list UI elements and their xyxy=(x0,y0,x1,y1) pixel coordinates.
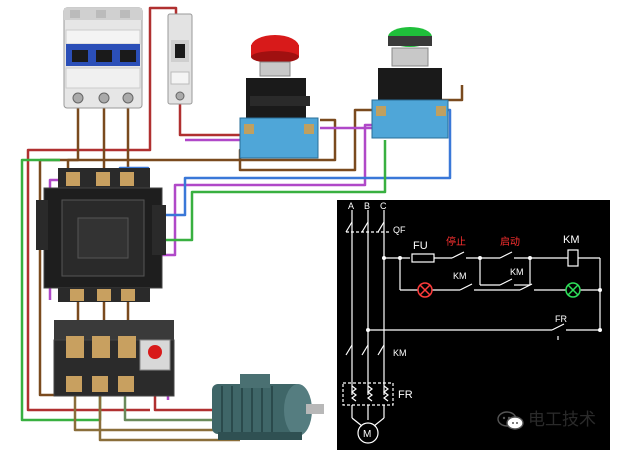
wire-red-stop xyxy=(178,100,245,137)
label-km-main: KM xyxy=(393,348,407,358)
wire-brown-l1 xyxy=(66,105,80,175)
label-start: 启动 xyxy=(500,235,520,248)
wire-motor-3 xyxy=(123,395,215,422)
label-phase-a: A xyxy=(348,201,354,211)
wire-purple-c xyxy=(158,123,380,257)
wechat-icon xyxy=(497,411,524,430)
red-indicator-lamp xyxy=(417,282,433,298)
wire-motor-1 xyxy=(73,395,225,432)
label-fr-thermal: FR xyxy=(398,389,413,401)
label-fr-contact: FR xyxy=(555,314,567,324)
circuit-breaker-1p xyxy=(167,13,193,105)
label-qf: QF xyxy=(393,225,406,235)
start-pushbutton xyxy=(371,27,449,139)
schematic-panel: A B C QF FU 停止 启动 KM KM KM FR KM FR M xyxy=(337,200,610,450)
wire-motor-2 xyxy=(98,395,240,442)
thermal-overload-relay xyxy=(53,320,175,397)
label-phase-b: B xyxy=(364,201,370,211)
label-km-coil: KM xyxy=(563,234,580,246)
ac-contactor xyxy=(36,168,166,302)
watermark-text: 电工技术 xyxy=(528,410,596,430)
label-phase-c: C xyxy=(380,201,387,211)
wire-brown-coil xyxy=(40,118,337,162)
wire-brown-lamp xyxy=(440,85,464,102)
three-phase-motor-photo xyxy=(212,374,324,440)
label-motor: M xyxy=(363,429,371,440)
stop-pushbutton xyxy=(239,35,319,159)
label-stop: 停止 xyxy=(446,235,466,248)
wire-green-b xyxy=(160,140,387,242)
green-indicator-lamp xyxy=(565,282,581,298)
label-km-aux: KM xyxy=(453,271,467,281)
label-km-hold: KM xyxy=(510,267,524,277)
label-fu: FU xyxy=(413,240,428,252)
wire-red-left xyxy=(26,6,155,412)
circuit-breaker-3p xyxy=(63,7,143,109)
